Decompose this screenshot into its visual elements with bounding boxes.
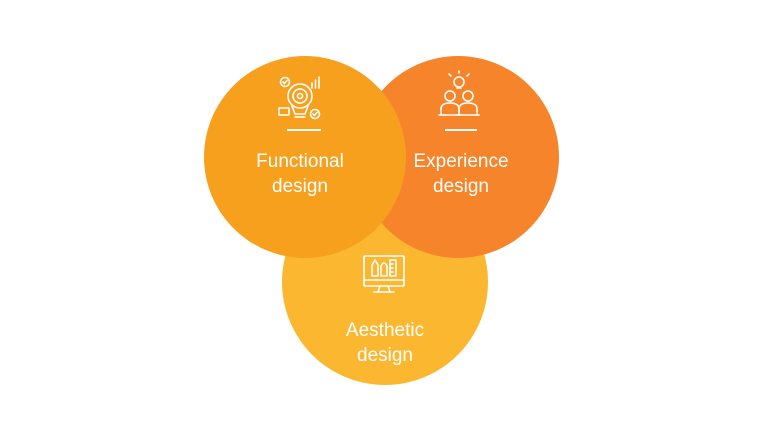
circle-experience bbox=[357, 56, 559, 258]
functional-label-line2: design bbox=[272, 176, 328, 197]
aesthetic-label-line2: design bbox=[357, 345, 413, 366]
monitor-design-tools-icon bbox=[363, 255, 405, 293]
idea-target-chart-icon bbox=[278, 76, 321, 120]
experience-label-line1: Experience bbox=[413, 151, 508, 172]
experience-label-line2: design bbox=[433, 176, 489, 197]
team-lightbulb-icon bbox=[438, 70, 480, 116]
aesthetic-label-line1: Aesthetic bbox=[346, 320, 424, 341]
circle-functional bbox=[204, 56, 406, 258]
functional-label-line1: Functional bbox=[256, 151, 344, 172]
